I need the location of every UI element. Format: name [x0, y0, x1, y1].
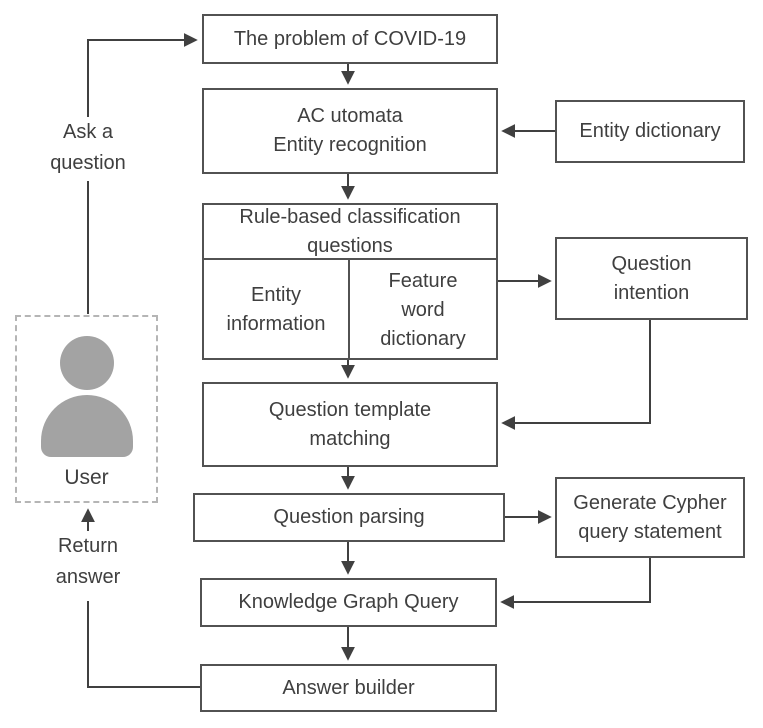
- rule-based-header-cell: Rule-based classification questions: [204, 205, 496, 260]
- node-problem-of-covid19: The problem of COVID-19: [202, 14, 498, 64]
- node-label: Question intention: [611, 252, 692, 304]
- node-label: Rule-based classification questions: [239, 205, 461, 257]
- node-rule-based-classification: Rule-based classification questions Enti…: [202, 203, 498, 360]
- return-answer-label: Return answer: [18, 531, 158, 593]
- node-question-intention: Question intention: [555, 237, 748, 320]
- edge-ask-question-top: [87, 33, 198, 120]
- node-label: Answer builder: [282, 676, 415, 699]
- node-label: Entity dictionary: [579, 120, 721, 142]
- node-label: The problem of COVID-19: [233, 27, 467, 50]
- node-label: Feature word dictionary: [380, 269, 466, 350]
- node-label: Generate Cypher query statement: [573, 491, 727, 543]
- cell-entity-information: Entity information: [204, 260, 350, 360]
- node-entity-dictionary: Entity dictionary: [555, 100, 745, 163]
- node-label: Question parsing: [273, 506, 425, 528]
- edge-intention-to-template: [501, 320, 651, 430]
- edge-cypher-to-kgquery: [500, 558, 651, 609]
- cell-feature-word-dictionary: Feature word dictionary: [350, 260, 496, 360]
- user-icon: [59, 336, 114, 390]
- node-knowledge-graph-query: Knowledge Graph Query: [200, 578, 497, 627]
- node-label: Question template matching: [268, 398, 432, 450]
- node-question-template-matching: Question template matching: [202, 382, 498, 467]
- node-answer-builder: Answer builder: [200, 664, 497, 712]
- node-label: Entity information: [226, 284, 326, 335]
- rule-based-sub-cells: Entity information Feature word dictiona…: [204, 260, 496, 360]
- user-actor-box: User: [15, 315, 158, 503]
- node-ac-automata-entity-recognition: AC utomata Entity recognition: [202, 88, 498, 174]
- node-label: AC utomata Entity recognition: [273, 105, 427, 156]
- edge-return-answer-bottom: [87, 601, 200, 688]
- user-icon-body: [40, 395, 133, 457]
- node-label: Knowledge Graph Query: [238, 591, 459, 613]
- node-generate-cypher-query: Generate Cypher query statement: [555, 477, 745, 558]
- user-label: User: [64, 466, 109, 489]
- ask-a-question-label: Ask a question: [18, 117, 158, 179]
- node-question-parsing: Question parsing: [193, 493, 505, 542]
